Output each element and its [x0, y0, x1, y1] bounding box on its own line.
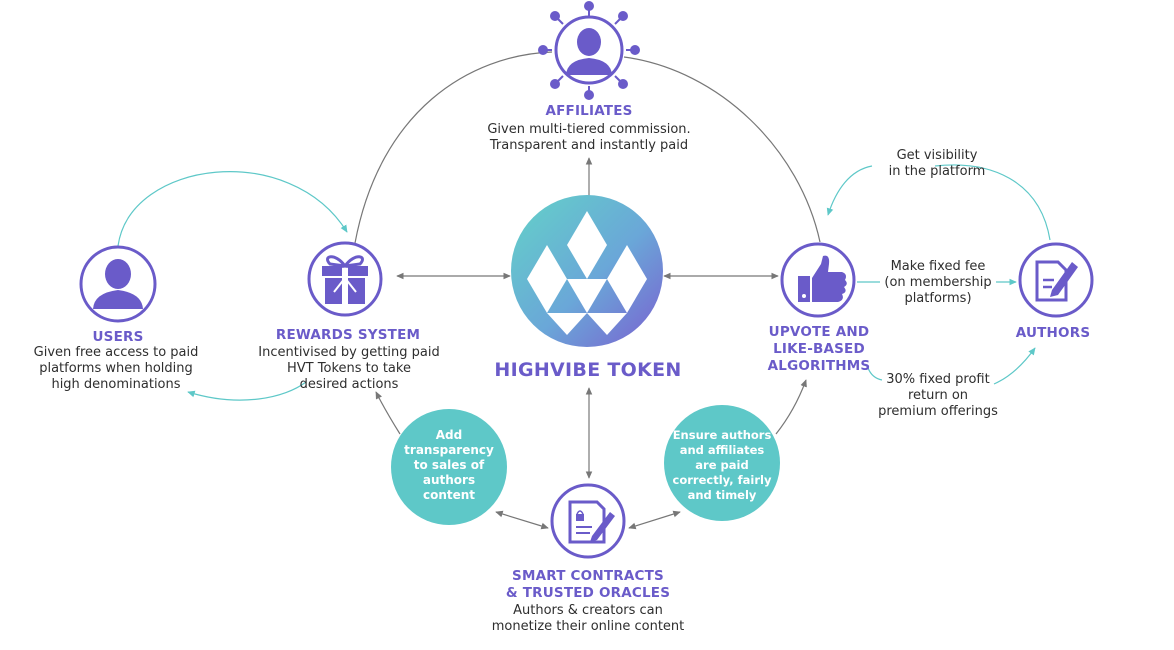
- visibility-label: Get visibility in the platform: [889, 148, 986, 180]
- profit-label: 30% fixed profit return on premium offer…: [878, 372, 998, 420]
- rewards-desc-line: Incentivised by getting paid: [258, 345, 440, 360]
- bubble-ensure-line: Ensure authors: [672, 428, 772, 442]
- users-title: USERS: [92, 329, 144, 345]
- smart-contracts-desc-line: monetize their online content: [491, 619, 685, 634]
- affiliates-title: AFFILIATES: [545, 103, 633, 119]
- arrow-users-to-rewards: [117, 171, 348, 247]
- network-person-icon: [538, 1, 640, 100]
- fixed-fee-label-line: (on membership: [884, 275, 992, 290]
- contract-pen-icon: [550, 483, 626, 559]
- users-desc-line: Given free access to paid: [33, 345, 199, 360]
- upvote-title-line: LIKE-BASED: [773, 341, 865, 357]
- profit-label-line: premium offerings: [878, 404, 998, 419]
- affiliates-desc-line: Transparent and instantly paid: [489, 138, 689, 153]
- smart-contracts-desc: Authors & creators can monetize their on…: [492, 603, 685, 635]
- bubble-ensure-text: Ensure authors and affiliates are paid c…: [673, 428, 772, 503]
- bubble-transparency-text: Add transparency to sales of authors con…: [404, 428, 494, 503]
- smart-contracts-title-line: & TRUSTED ORACLES: [505, 585, 671, 601]
- users-desc: Given free access to paid platforms when…: [34, 345, 199, 393]
- bubble-ensure-line: and timely: [687, 488, 757, 502]
- document-pen-icon: [1018, 242, 1094, 318]
- smart-contracts-desc-line: Authors & creators can: [513, 603, 663, 618]
- smart-contracts-title: SMART CONTRACTS & TRUSTED ORACLES: [506, 568, 670, 602]
- triangle-pattern-icon: [511, 195, 663, 347]
- upvote-title: UPVOTE AND LIKE-BASED ALGORITHMS: [768, 324, 871, 375]
- bubble-transparency-line: authors: [422, 473, 476, 487]
- arrow-bubble-contracts-right: [628, 510, 681, 530]
- rewards-desc-line: desired actions: [299, 377, 399, 392]
- authors-title: AUTHORS: [1015, 325, 1091, 341]
- visibility-label-line: Get visibility: [896, 148, 978, 163]
- thumbs-up-icon: [780, 242, 856, 318]
- arrow-profit-to-authors: [867, 348, 1035, 385]
- bubble-transparency-line: content: [422, 488, 476, 502]
- arc-rewards-upvote: [354, 51, 821, 244]
- fixed-fee-label-line: platforms): [904, 291, 972, 306]
- bubble-ensure-line: are paid: [695, 458, 749, 472]
- rewards-title: REWARDS SYSTEM: [275, 327, 421, 343]
- profit-label-line: return on: [907, 388, 969, 403]
- bubble-transparency: [391, 409, 507, 525]
- upvote-title-line: UPVOTE AND: [768, 324, 870, 340]
- fixed-fee-label-line: Make fixed fee: [890, 259, 986, 274]
- users-desc-line: high denominations: [51, 377, 181, 392]
- affiliates-desc: Given multi-tiered commission. Transpare…: [487, 122, 690, 154]
- rewards-desc: Incentivised by getting paid HVT Tokens …: [258, 345, 439, 393]
- arrow-rewards-to-users: [187, 381, 307, 401]
- smart-contracts-title-line: SMART CONTRACTS: [512, 568, 664, 584]
- visibility-label-line: in the platform: [888, 164, 986, 179]
- affiliates-desc-line: Given multi-tiered commission.: [487, 122, 691, 137]
- arrow-bubble-to-rewards: [375, 391, 401, 435]
- person-icon: [79, 245, 157, 323]
- gift-icon: [307, 241, 383, 317]
- arrow-bubble-to-upvote: [775, 379, 807, 435]
- bubble-transparency-line: Add: [435, 428, 463, 442]
- users-desc-line: platforms when holding: [39, 361, 193, 376]
- bubble-transparency-line: transparency: [404, 443, 494, 457]
- bubble-transparency-line: to sales of: [413, 458, 485, 472]
- bubble-ensure-line: correctly, fairly: [672, 473, 772, 487]
- fixed-fee-label: Make fixed fee (on membership platforms): [884, 259, 991, 307]
- center-title: HIGHVIBE TOKEN: [494, 359, 682, 381]
- profit-label-line: 30% fixed profit: [886, 372, 990, 387]
- bubble-ensure: [664, 405, 780, 521]
- bubble-ensure-line: and affiliates: [679, 443, 765, 457]
- upvote-title-line: ALGORITHMS: [767, 358, 871, 374]
- arrow-authors-to-upvote: [828, 164, 1051, 241]
- arrow-bubble-contracts-left: [495, 510, 549, 530]
- rewards-desc-line: HVT Tokens to take: [287, 361, 411, 376]
